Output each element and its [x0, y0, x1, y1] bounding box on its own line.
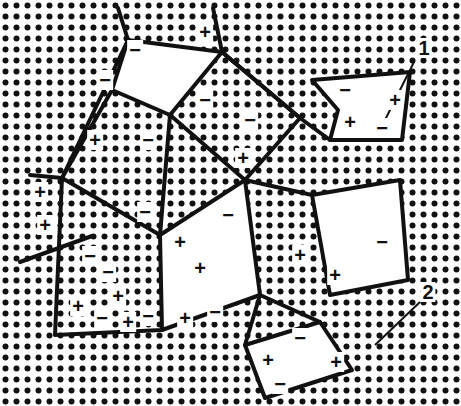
callout-number: 1 [416, 38, 431, 58]
charge-sign: − [374, 232, 390, 252]
charge-sign: + [260, 350, 276, 370]
charge-sign: + [87, 130, 103, 150]
grain-boundaries [20, 8, 410, 398]
charge-sign: + [177, 308, 193, 328]
charge-sign: − [82, 246, 98, 266]
charge-sign: − [242, 110, 258, 130]
leader-lines [375, 62, 420, 345]
charge-sign: − [337, 80, 353, 100]
charge-sign: + [120, 312, 136, 332]
charge-sign: + [192, 258, 208, 278]
charge-sign: − [207, 302, 223, 322]
charge-sign: − [140, 306, 156, 326]
charge-sign: + [292, 245, 308, 265]
charge-sign: − [127, 40, 143, 60]
charge-sign: − [197, 90, 213, 110]
charge-sign: − [100, 262, 116, 282]
charge-sign: + [70, 296, 86, 316]
charge-sign: + [32, 182, 48, 202]
charge-sign: − [97, 70, 113, 90]
charge-sign: − [140, 130, 156, 150]
charge-sign: − [292, 328, 308, 348]
charge-sign: + [328, 352, 344, 372]
charge-sign: + [235, 148, 251, 168]
charge-sign: + [172, 232, 188, 252]
charge-sign: + [197, 22, 213, 42]
charge-sign: − [137, 202, 153, 222]
clear-grains [112, 40, 410, 398]
charge-sign: + [110, 286, 126, 306]
charge-sign: + [342, 112, 358, 132]
charge-sign: − [272, 374, 288, 394]
charge-sign: − [94, 308, 110, 328]
charge-sign: − [220, 205, 236, 225]
callout-number: 2 [420, 282, 435, 302]
charge-sign: + [387, 90, 403, 110]
charge-sign: + [327, 265, 343, 285]
charge-sign: + [37, 215, 53, 235]
charge-sign: − [374, 118, 390, 138]
